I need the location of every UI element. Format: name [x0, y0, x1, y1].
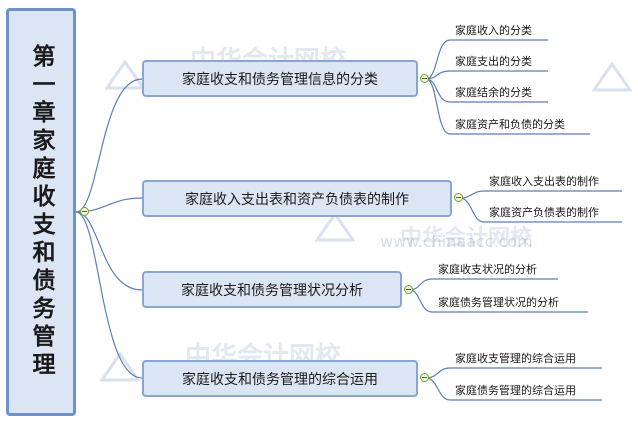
leaf-node[interactable]: 家庭收入支出表的制作: [489, 175, 599, 188]
watermark-url-text: www.chinaacc.com: [380, 232, 533, 251]
leaf-node[interactable]: 家庭资产和负债的分类: [455, 118, 565, 131]
leaf-node[interactable]: 家庭结余的分类: [455, 86, 532, 99]
collapse-toggle-icon[interactable]: [420, 74, 429, 83]
collapse-toggle-icon[interactable]: [404, 285, 413, 294]
leaf-node[interactable]: 家庭资产负债表的制作: [489, 206, 599, 219]
root-node[interactable]: 第一章家庭收支和债务管理: [6, 8, 76, 416]
branch-leaf-link: [425, 78, 590, 135]
branch-node-classification[interactable]: 家庭收支和债务管理信息的分类: [142, 60, 418, 97]
collapse-toggle-icon[interactable]: [454, 193, 463, 202]
leaf-node[interactable]: 家庭债务管理状况的分析: [438, 296, 559, 309]
branch-leaf-link: [425, 70, 548, 80]
branch-node-application[interactable]: 家庭收支和债务管理的综合运用: [142, 360, 418, 397]
branch-leaf-link: [459, 197, 622, 223]
branch-node-analysis[interactable]: 家庭收支和债务管理状况分析: [142, 271, 402, 308]
watermark-logo-icon: [315, 211, 355, 242]
branch-node-statements[interactable]: 家庭收入支出表和资产负债表的制作: [142, 180, 452, 217]
branch-label: 家庭收支和债务管理的综合运用: [182, 371, 378, 388]
watermark-logo-text: 中华会计网校: [400, 226, 533, 251]
leaf-node[interactable]: 家庭收支状况的分析: [438, 263, 537, 276]
watermark-logo-icon: [100, 351, 140, 382]
watermark-logo-icon: [592, 61, 632, 92]
branch-leaf-link: [459, 190, 622, 199]
root-branch-link: [75, 211, 143, 379]
branch-label: 家庭收入支出表和资产负债表的制作: [185, 191, 409, 208]
branch-leaf-link: [425, 39, 548, 80]
branch-leaf-link: [425, 367, 602, 379]
branch-label: 家庭收支和债务管理信息的分类: [182, 71, 378, 88]
leaf-node[interactable]: 家庭支出的分类: [455, 55, 532, 68]
branch-label: 家庭收支和债务管理状况分析: [181, 282, 363, 299]
leaf-node[interactable]: 家庭收支管理的综合运用: [455, 352, 576, 365]
collapse-toggle-icon[interactable]: [80, 207, 89, 216]
branch-leaf-link: [425, 377, 602, 401]
leaf-node[interactable]: 家庭收入的分类: [455, 24, 532, 37]
root-branch-link: [75, 78, 143, 213]
collapse-toggle-icon[interactable]: [420, 373, 429, 382]
leaf-node[interactable]: 家庭债务管理的综合运用: [455, 384, 576, 397]
branch-leaf-link: [409, 278, 558, 291]
root-title: 第一章家庭收支和债务管理: [28, 44, 54, 380]
